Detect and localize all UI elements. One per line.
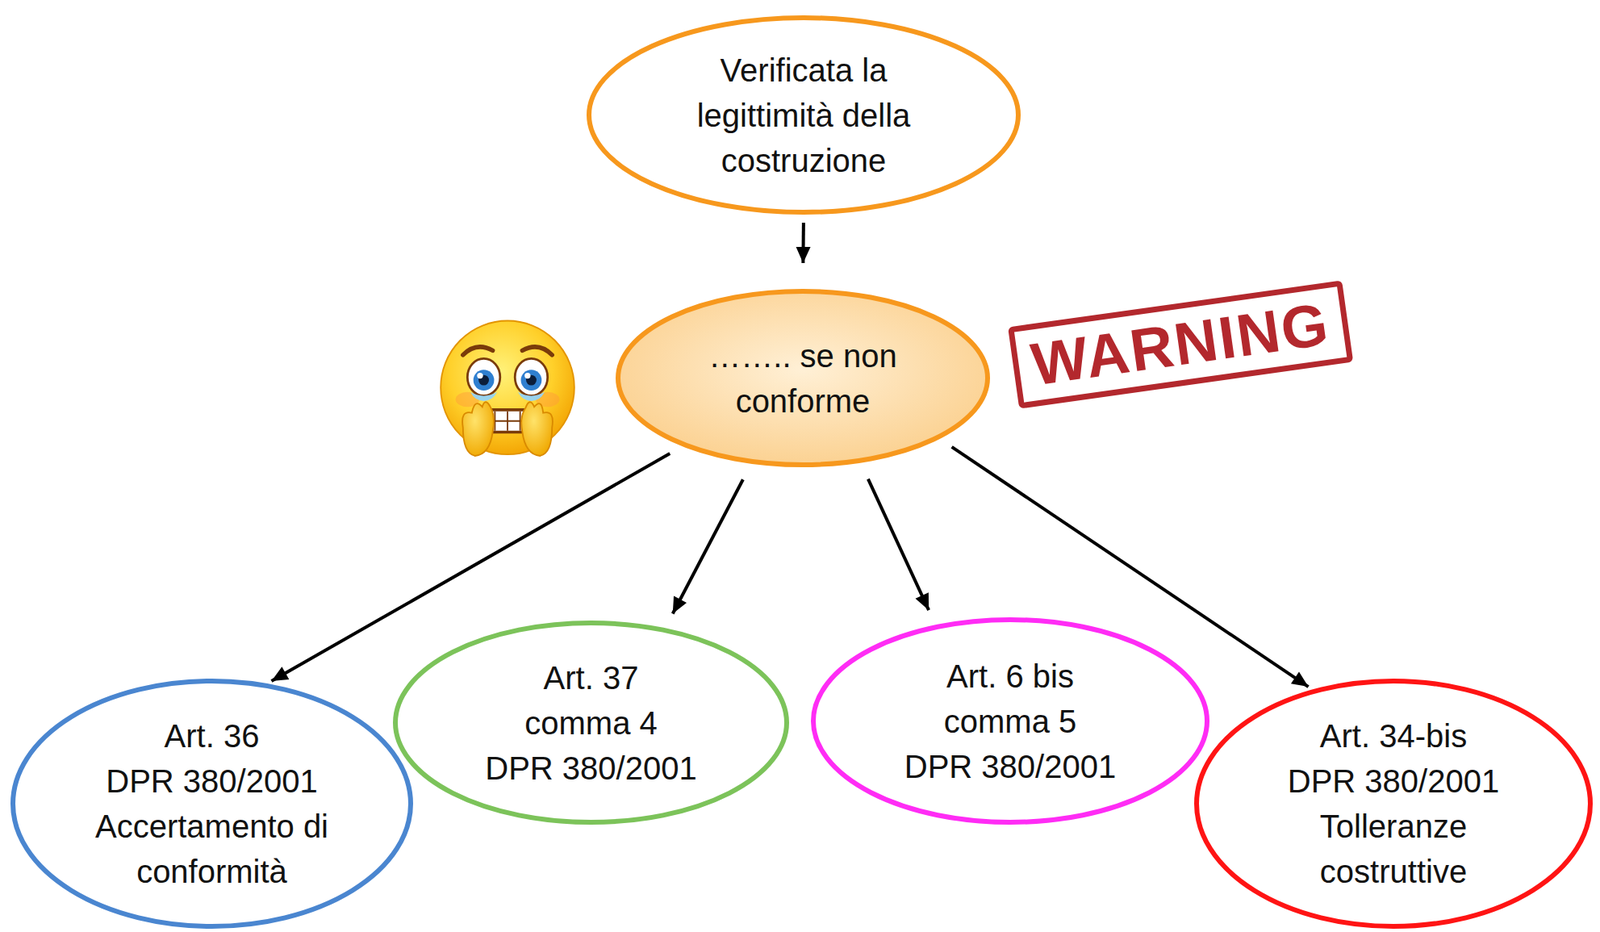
worried-emoji bbox=[433, 316, 582, 465]
arrow-connector bbox=[801, 222, 806, 264]
option-ellipse: Art. 6 bis comma 5 DPR 380/2001 bbox=[810, 617, 1210, 825]
text-block: Art. 37 comma 4 DPR 380/2001 bbox=[484, 655, 697, 791]
stamp-text: WARNING bbox=[1027, 290, 1334, 400]
node-text: Art. 34-bis DPR 380/2001 Tolleranze cost… bbox=[1287, 713, 1500, 894]
warning-stamp: WARNING bbox=[1007, 279, 1354, 409]
node-text: Art. 36 DPR 380/2001 Accertamento di con… bbox=[95, 713, 329, 894]
node-text: Art. 37 comma 4 DPR 380/2001 bbox=[484, 655, 697, 791]
ellipse-outline bbox=[1194, 678, 1593, 929]
node-text: Verificata la legittimità della costruzi… bbox=[697, 47, 911, 184]
node-text: …….. se non conforme bbox=[708, 333, 897, 424]
node-text: Art. 6 bis comma 5 DPR 380/2001 bbox=[904, 653, 1116, 790]
option-ellipse: Art. 36 DPR 380/2001 Accertamento di con… bbox=[10, 678, 414, 929]
ellipse-outline bbox=[615, 288, 991, 468]
text-block: Verificata la legittimità della costruzi… bbox=[697, 47, 911, 184]
arrow-connector bbox=[868, 479, 929, 611]
ellipse-outline bbox=[10, 678, 414, 929]
option-ellipse: Art. 37 comma 4 DPR 380/2001 bbox=[392, 620, 790, 825]
text-block: Art. 34-bis DPR 380/2001 Tolleranze cost… bbox=[1287, 713, 1500, 894]
text-block: Art. 6 bis comma 5 DPR 380/2001 bbox=[904, 653, 1116, 790]
condition-ellipse: …….. se non conforme bbox=[615, 288, 991, 468]
option-ellipse: Art. 34-bis DPR 380/2001 Tolleranze cost… bbox=[1194, 678, 1593, 929]
arrow-connector bbox=[672, 479, 744, 614]
text-block: …….. se non conforme bbox=[708, 333, 897, 424]
start-ellipse: Verificata la legittimità della costruzi… bbox=[586, 15, 1021, 215]
text-block: Art. 36 DPR 380/2001 Accertamento di con… bbox=[95, 713, 329, 894]
